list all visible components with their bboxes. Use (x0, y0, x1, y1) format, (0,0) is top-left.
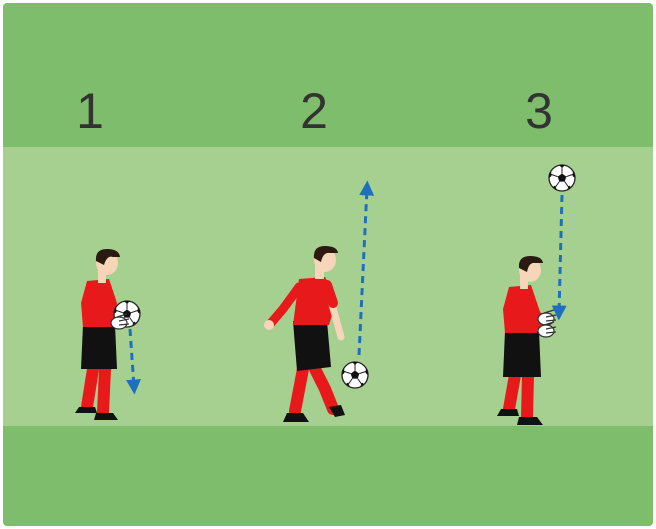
step-number-1: 1 (50, 81, 130, 141)
ball-3 (549, 165, 575, 191)
outer-grass-bottom (3, 426, 653, 526)
ball-2 (342, 362, 368, 388)
step-number-3: 3 (499, 81, 579, 141)
step-number-2: 2 (274, 81, 354, 141)
diagram-frame: 1 2 3 (3, 3, 653, 526)
